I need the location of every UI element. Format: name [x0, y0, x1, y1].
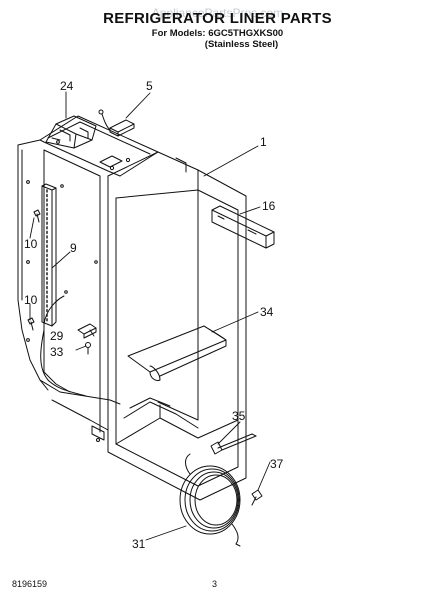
cover-34 [127, 325, 227, 381]
callout-31: 31 [132, 537, 146, 551]
page-number: 3 [212, 579, 218, 589]
callout-37: 37 [270, 457, 284, 471]
liner-body [17, 115, 247, 501]
callout-10-lower: 10 [24, 293, 38, 307]
callout-labels: 24 5 1 16 10 9 10 34 29 33 35 37 31 [24, 79, 284, 551]
models-line: For Models: 6GC5THGXKS00 [151, 28, 284, 39]
watermark: AppliancePartsPros.com [151, 6, 284, 20]
callout-24: 24 [60, 79, 74, 93]
page-title: REFRIGERATOR LINER PARTS [103, 10, 332, 27]
coil-harness-31 [179, 453, 241, 547]
switch-harness [98, 109, 135, 137]
variant-line: (Stainless Steel) [204, 39, 279, 50]
bracket-16 [211, 205, 275, 249]
screw-10-top [33, 209, 41, 223]
screw-37 [251, 489, 263, 506]
leader-lines [29, 91, 271, 541]
clip-29 [77, 323, 97, 339]
callout-1: 1 [260, 135, 267, 149]
callout-33: 33 [50, 345, 64, 359]
callout-10-upper: 10 [24, 237, 38, 251]
shelf-ladder [41, 183, 57, 327]
screw-10-bottom [27, 317, 35, 331]
callout-16: 16 [262, 199, 276, 213]
callout-35: 35 [232, 409, 246, 423]
callout-29: 29 [50, 329, 64, 343]
callout-9: 9 [70, 241, 77, 255]
screw-33 [85, 342, 91, 355]
doc-number: 8196159 [12, 579, 48, 589]
callout-5: 5 [146, 79, 153, 93]
callout-34: 34 [260, 305, 274, 319]
control-housing [45, 115, 97, 149]
plug-35 [210, 433, 257, 455]
